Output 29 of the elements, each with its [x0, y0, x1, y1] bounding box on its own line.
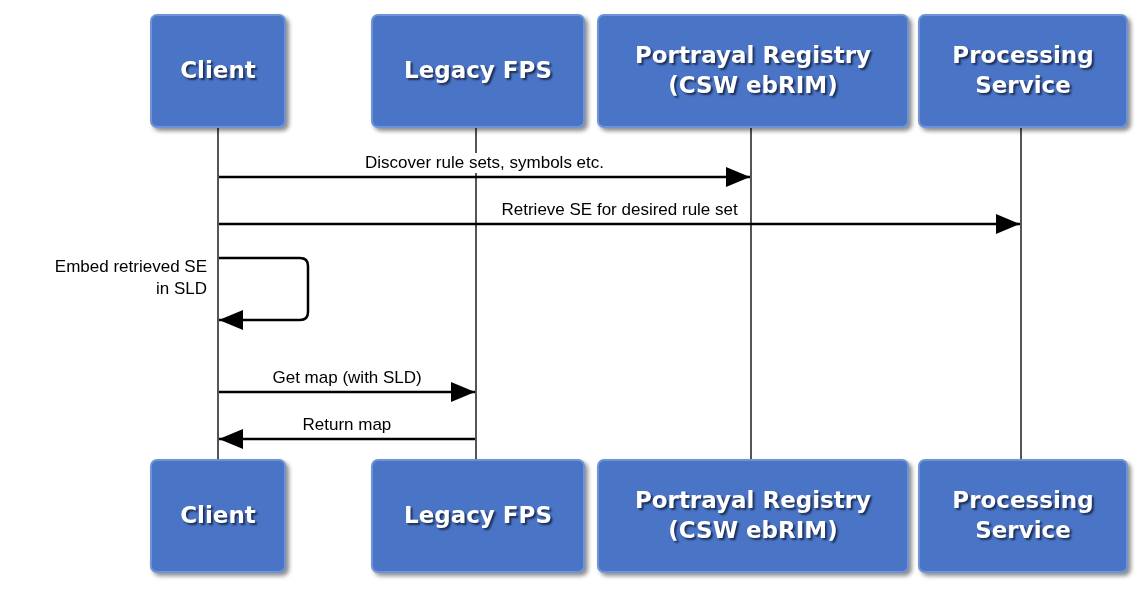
participant-name: Client	[180, 501, 256, 531]
message-label: Return map	[300, 415, 394, 435]
participant-box	[918, 459, 1128, 573]
self-message-arrow	[219, 256, 310, 330]
message-label: Get map (with SLD)	[270, 368, 424, 388]
message-arrow	[219, 214, 1020, 234]
participant-name: Portrayal Registry (CSW ebRIM)	[633, 486, 873, 545]
message-arrow	[219, 382, 475, 402]
participant-box	[597, 14, 909, 128]
participant-box	[150, 459, 286, 573]
participant-box	[150, 14, 286, 128]
message-label: Embed retrieved SE in SLD	[53, 256, 208, 300]
message-arrow	[219, 167, 750, 187]
participant-name: Client	[180, 56, 256, 86]
participant-name: Processing Service	[951, 486, 1095, 545]
participant-name: Legacy FPS	[404, 501, 552, 531]
participant-box	[597, 459, 909, 573]
participant-box	[371, 14, 585, 128]
participant-name: Legacy FPS	[404, 56, 552, 86]
participant-name: Processing Service	[951, 41, 1095, 100]
lifeline	[217, 128, 219, 459]
message-label: Discover rule sets, symbols etc.	[363, 153, 606, 173]
lifeline	[750, 128, 752, 459]
lifeline	[475, 128, 477, 459]
message-arrow	[219, 429, 475, 449]
lifeline	[1020, 128, 1022, 459]
participant-box	[371, 459, 585, 573]
participant-box	[918, 14, 1128, 128]
participant-name: Portrayal Registry (CSW ebRIM)	[633, 41, 873, 100]
